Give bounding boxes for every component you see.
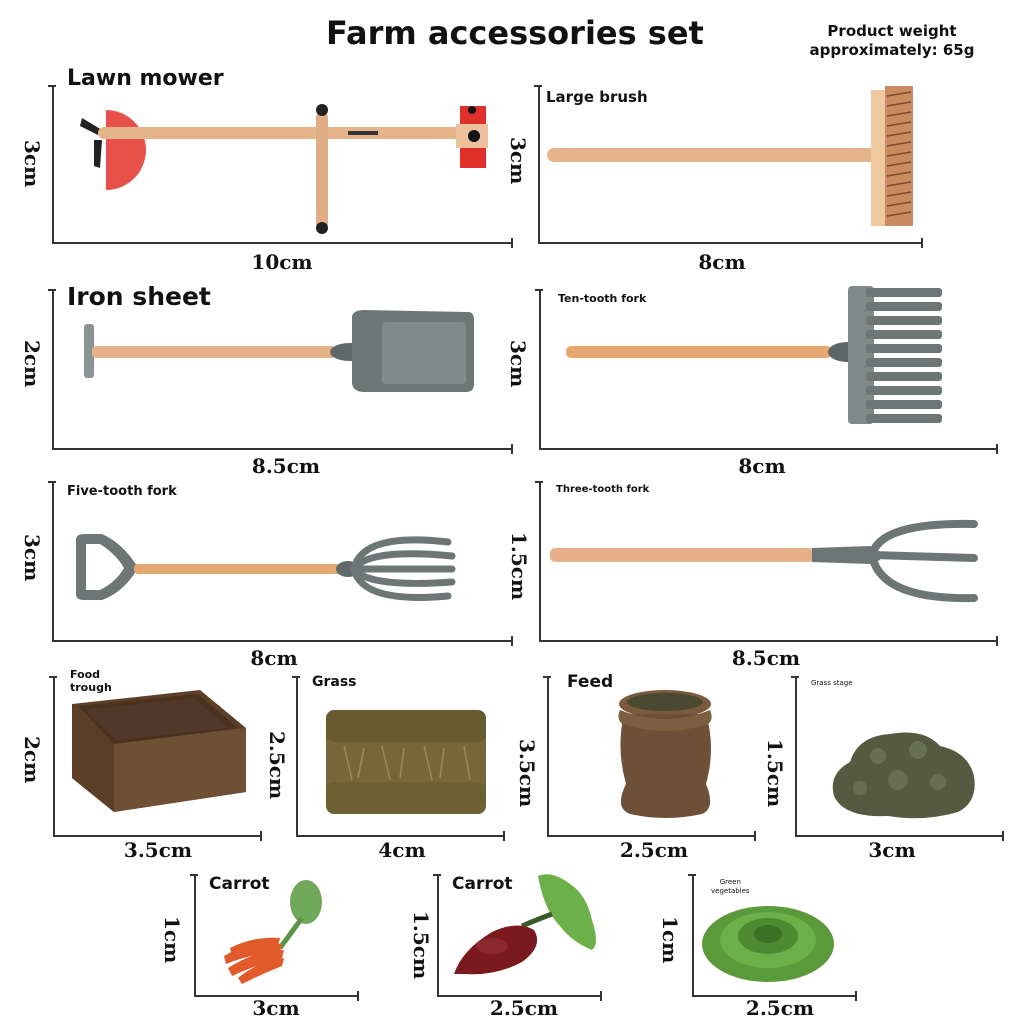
width-axis [539,636,998,646]
height-axis [534,85,542,242]
product-name-line-2: vegetables [711,887,750,895]
product-name-line-1: Food [70,668,101,681]
product-name: Carrot [209,874,270,894]
width-axis [52,444,513,454]
width-axis [437,991,602,1001]
hay-bale-image [324,706,488,816]
product-name-line-2: trough [70,681,112,694]
height-axis [48,289,56,448]
width-label: 2.5cm [619,838,689,862]
product-name: Five-tooth fork [67,484,177,499]
height-axis [48,85,56,242]
width-axis [52,238,513,248]
product-name: Grass stage [811,679,853,687]
product-name-line-1: Green [719,878,741,886]
height-label: 1.5cm [763,739,787,808]
grass-stage-image [828,726,978,822]
height-axis [190,874,198,995]
height-label: 1cm [160,916,184,964]
width-axis [795,831,1004,841]
width-label: 8cm [698,250,746,274]
height-axis [791,676,799,835]
width-label: 8.5cm [731,646,801,670]
weight-line-1: Product weight [827,22,957,40]
height-axis [49,676,57,835]
width-label: 4cm [378,838,426,862]
feed-sack-image [610,688,720,820]
width-label: 3cm [868,838,916,862]
height-label: 2cm [20,340,44,388]
five-tooth-fork-image [72,522,462,606]
height-label: 1.5cm [409,911,433,980]
height-axis [48,481,56,640]
product-name: Iron sheet [67,282,211,311]
height-label: 3cm [506,340,530,388]
product-name: Ten-tooth fork [558,292,647,305]
weight-line-2: approximately: 65g [809,41,975,59]
carrot-bunch-image [220,878,330,988]
width-label: 8cm [250,646,298,670]
product-name: Food trough [70,668,112,694]
height-axis [292,676,300,835]
height-label: 3cm [20,140,44,188]
height-label: 3cm [506,137,530,185]
width-label: 3cm [252,996,300,1020]
height-label: 2.5cm [265,731,289,800]
width-label: 2.5cm [489,996,559,1020]
height-axis [433,874,441,995]
product-weight-note: Product weight approximately: 65g [792,22,992,60]
width-axis [53,831,262,841]
height-axis [688,874,696,995]
height-label: 1cm [658,916,682,964]
three-tooth-fork-image [550,516,985,608]
height-label: 1.5cm [507,532,531,601]
width-axis [538,238,923,248]
product-name: Lawn mower [67,66,224,91]
width-axis [194,991,359,1001]
width-label: 3.5cm [123,838,193,862]
page-title: Farm accessories set [326,14,704,52]
food-trough-image [70,688,250,818]
lawn-mower-image [72,100,492,240]
beet-image [452,870,608,980]
product-name: Large brush [546,88,648,106]
product-name: Green vegetables [711,878,750,896]
product-name: Carrot [452,874,513,894]
lettuce-image [700,900,836,984]
brush-image [545,84,925,229]
height-label: 3.5cm [515,739,539,808]
width-axis [52,636,513,646]
width-label: 8.5cm [251,454,321,478]
height-label: 3cm [20,534,44,582]
width-label: 8cm [738,454,786,478]
height-axis [535,289,543,448]
width-axis [692,991,857,1001]
shovel-image [82,308,482,398]
width-label: 10cm [251,250,313,274]
product-name: Three-tooth fork [556,484,650,495]
product-name: Feed [567,672,614,692]
height-axis [543,676,551,835]
width-axis [296,831,505,841]
ten-tooth-fork-image [566,284,946,426]
width-label: 2.5cm [745,996,815,1020]
height-label: 2cm [20,736,44,784]
product-name: Grass [312,674,357,690]
width-axis [547,831,756,841]
height-axis [535,481,543,640]
width-axis [539,444,998,454]
